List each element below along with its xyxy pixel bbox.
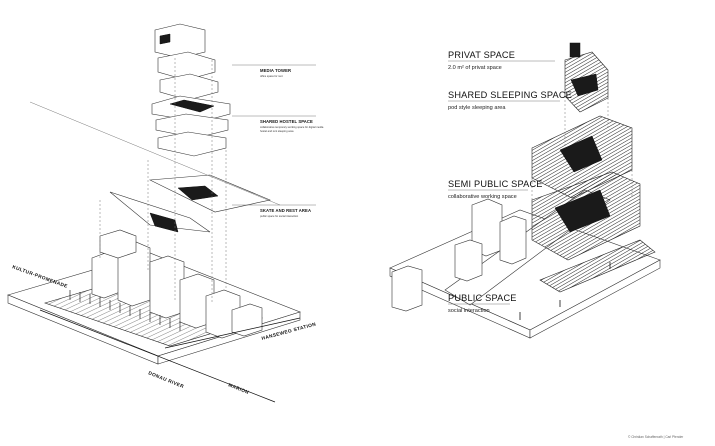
- semi-public-subtitle: collaborative working space: [448, 194, 517, 200]
- public-space-title: PUBLIC SPACE: [448, 293, 517, 303]
- shared-hostel-subtitle-2: hostel and rent sleeping area: [260, 129, 294, 133]
- pod-stack: [531, 42, 641, 261]
- skate-rest-title: SKATE AND REST AREA: [260, 208, 311, 213]
- privat-space-title: PRIVAT SPACE: [448, 50, 515, 60]
- right-projection-lines: [531, 96, 633, 240]
- people-figures: [519, 262, 611, 320]
- axis-marion: [39, 309, 276, 403]
- media-tower-title: MEDIA TOWER: [260, 68, 291, 73]
- skate-ramp: [109, 191, 211, 233]
- right-exploded-axonometric: [389, 42, 661, 339]
- projection-lines: [99, 58, 227, 302]
- shared-hostel-title: SHARED HOSTEL SPACE: [260, 119, 313, 124]
- city-blocks: [91, 229, 263, 339]
- shared-sleeping-subtitle: pod style sleeping area: [448, 105, 506, 111]
- left-exploded-axonometric: [7, 23, 301, 403]
- shared-hostel-subtitle-1: collaborative temporary working space fo…: [260, 125, 324, 129]
- right-labels: PRIVAT SPACE 2.0 m² of privat space SHAR…: [448, 50, 572, 314]
- left-labels: MEDIA TOWER office space for rent SHARED…: [232, 64, 324, 218]
- skate-rest-subtitle: public space for social interaction: [260, 214, 299, 218]
- public-space-subtitle: social interaction: [448, 308, 490, 314]
- street-label-marion: MARION: [227, 382, 250, 396]
- media-tower: [151, 23, 231, 157]
- fence-posts: [69, 290, 181, 331]
- credit-line: © Christian Schaffenrath | Carl Pfender: [628, 435, 684, 439]
- site-axis-line: [29, 101, 281, 206]
- street-label-donau: DONAU RIVER: [147, 370, 185, 390]
- semi-public-title: SEMI PUBLIC SPACE: [448, 179, 543, 189]
- media-tower-subtitle: office space for rent: [260, 74, 283, 78]
- axis-hanseweg: [164, 317, 301, 349]
- right-city-blocks: [391, 198, 527, 312]
- privat-pod-cube: [569, 42, 581, 58]
- shared-sleeping-title: SHARED SLEEPING SPACE: [448, 90, 572, 100]
- privat-space-subtitle: 2.0 m² of privat space: [448, 65, 502, 71]
